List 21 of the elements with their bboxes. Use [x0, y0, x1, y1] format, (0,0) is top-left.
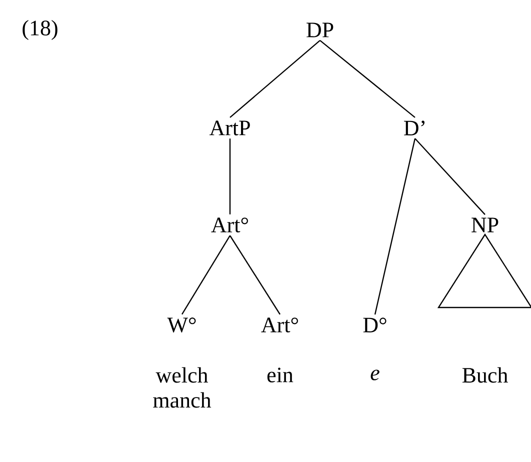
category-label: Art°: [211, 218, 248, 232]
example-number: (18): [22, 20, 58, 40]
word-label: ein: [267, 368, 294, 382]
word-label: manch: [153, 392, 212, 408]
category-label: DP: [306, 22, 334, 38]
word-label: e: [370, 370, 380, 380]
category-label: D’: [404, 120, 424, 136]
word-label: welch: [156, 367, 208, 383]
category-label: Art°: [261, 318, 298, 332]
category-label: D°: [363, 318, 386, 332]
branch-line: [374, 138, 416, 315]
category-label: W°: [167, 318, 196, 332]
branch-line: [230, 235, 280, 315]
branch-line: [182, 235, 231, 315]
word-label: Buch: [462, 367, 508, 383]
category-label: NP: [472, 218, 498, 232]
branch-line: [414, 138, 486, 215]
branch-line: [230, 40, 320, 118]
category-label: ArtP: [209, 120, 250, 136]
branch-line: [320, 40, 416, 118]
branch-line: [229, 138, 231, 214]
